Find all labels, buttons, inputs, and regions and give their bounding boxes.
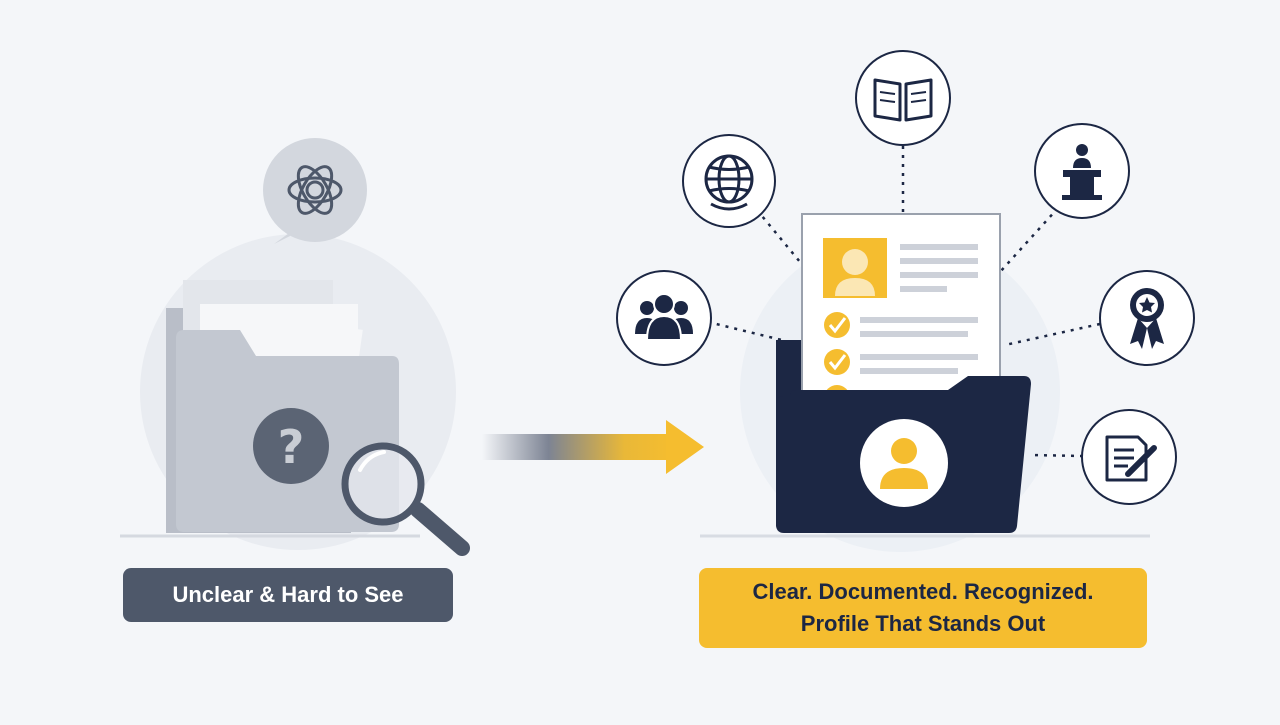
profile-photo-icon [823,238,887,298]
recognized-label: Clear. Documented. Recognized. Profile T… [699,568,1147,648]
recognized-label-line1: Clear. Documented. Recognized. [752,579,1094,604]
svg-text:?: ? [278,420,305,474]
dotted-connectors [707,146,1101,458]
document-pen-icon [1081,409,1177,505]
arrow-right-icon [482,420,704,474]
team-icon [616,270,712,366]
checkmark-icon [824,312,850,338]
unclear-label-text: Unclear & Hard to See [172,582,404,607]
globe-icon [682,134,776,228]
recognized-label-line2: Profile That Stands Out [800,611,1046,636]
book-icon [855,50,951,146]
award-badge-icon [1099,270,1195,366]
profile-icon [860,419,948,507]
question-mark-icon: ? [253,408,329,484]
checkmark-icon [824,349,850,375]
folder-gray [120,280,420,538]
thought-bubble-icon [263,138,367,244]
speaker-podium-icon [1034,123,1130,219]
magnifying-glass-icon [341,442,470,556]
unclear-label: Unclear & Hard to See [123,568,453,622]
